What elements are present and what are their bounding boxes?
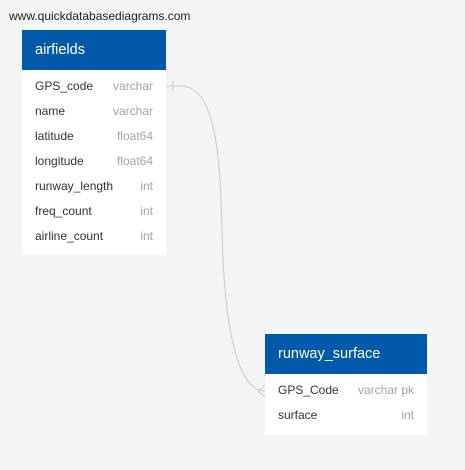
column-name: airline_count	[35, 229, 104, 243]
column-name: GPS_Code	[278, 383, 339, 397]
column-row[interactable]: surface int	[265, 403, 427, 428]
column-row[interactable]: name varchar	[22, 99, 166, 124]
many-end-marker-top	[257, 384, 266, 392]
column-type: int	[140, 179, 153, 193]
column-type: varchar pk	[357, 383, 414, 397]
relationship-line	[166, 85, 266, 392]
column-type: float64	[116, 154, 153, 168]
column-name: GPS_code	[35, 79, 94, 93]
column-name: longitude	[35, 154, 84, 168]
column-type: varchar	[112, 104, 153, 118]
column-name: freq_count	[35, 204, 92, 218]
column-name: latitude	[35, 129, 74, 143]
column-row[interactable]: airline_count int	[22, 224, 166, 249]
column-row[interactable]: GPS_code varchar	[22, 74, 166, 99]
many-end-marker-bottom	[257, 390, 266, 398]
column-row[interactable]: runway_length int	[22, 174, 166, 199]
column-type: float64	[116, 129, 153, 143]
column-type: varchar	[112, 79, 153, 93]
column-row[interactable]: freq_count int	[22, 199, 166, 224]
column-row[interactable]: GPS_Code varchar pk	[265, 378, 427, 403]
column-type: int	[140, 229, 153, 243]
table-title[interactable]: airfields	[22, 30, 166, 70]
watermark-text: www.quickdatabasediagrams.com	[9, 9, 191, 23]
column-row[interactable]: longitude float64	[22, 149, 166, 174]
table-title[interactable]: runway_surface	[265, 334, 427, 374]
column-type: int	[140, 204, 153, 218]
column-row[interactable]: latitude float64	[22, 124, 166, 149]
column-name: surface	[278, 408, 318, 422]
table-runway-surface[interactable]: runway_surface GPS_Code varchar pk surfa…	[265, 334, 427, 435]
column-type: int	[401, 408, 414, 422]
column-name: runway_length	[35, 179, 114, 193]
table-airfields[interactable]: airfields GPS_code varchar name varchar …	[22, 30, 166, 255]
column-name: name	[35, 104, 66, 118]
